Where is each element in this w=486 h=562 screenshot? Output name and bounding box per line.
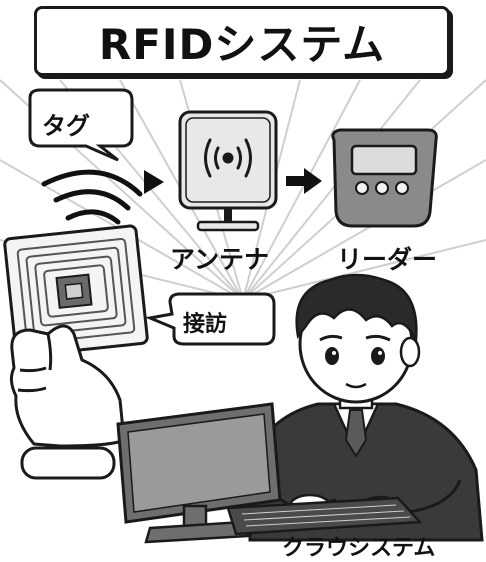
page-title: RFIDシステム <box>34 6 450 76</box>
arrow-right-icon <box>286 168 322 194</box>
cloud-system-label: クラウシステム <box>282 536 436 561</box>
reader-device <box>331 128 438 228</box>
keyboard <box>226 496 423 536</box>
rfid-chip-icon <box>55 273 93 309</box>
arrow-right-icon <box>144 170 164 194</box>
tag-bubble-label: タグ <box>42 112 90 140</box>
empty-label-box <box>20 446 116 480</box>
wireless-signal-icon <box>204 138 252 178</box>
antenna-device <box>178 110 278 232</box>
antenna-label: アンテナ <box>170 245 270 274</box>
tag-speech-bubble <box>28 88 134 162</box>
radio-waves-icon <box>41 169 143 225</box>
rfid-card <box>3 224 149 358</box>
reader-label: リーダー <box>337 245 438 274</box>
computer-monitor <box>116 402 282 544</box>
person-at-computer <box>248 273 484 542</box>
connect-bubble-label: 接訪 <box>183 312 228 337</box>
connect-speech-bubble <box>144 292 276 346</box>
